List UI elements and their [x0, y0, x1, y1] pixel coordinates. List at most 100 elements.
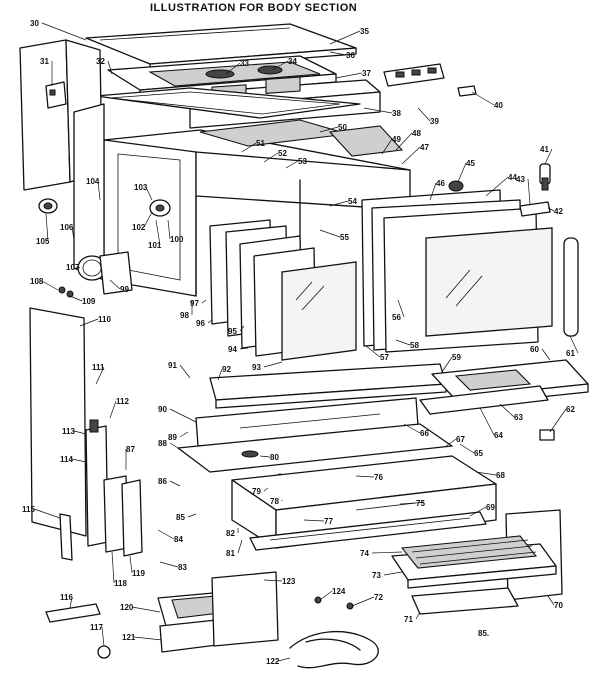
callout-number: 56 [392, 313, 401, 322]
callout-106: 106 [60, 223, 75, 241]
callout-89: 89 [168, 431, 189, 442]
callout-leader-line [329, 30, 361, 45]
callout-95: 95 [228, 325, 245, 336]
callout-leader-line [41, 22, 87, 41]
callout-77: 77 [303, 517, 333, 526]
callout-leader-line [403, 423, 421, 434]
callout-number: 86 [158, 477, 167, 486]
callout-59: 59 [441, 353, 461, 373]
callout-42: 42 [547, 207, 563, 216]
callout-leader-line [401, 146, 421, 165]
callout-leader-line [399, 502, 417, 505]
callout-leader-line [544, 148, 553, 165]
callout-78: 78 [270, 497, 283, 506]
callout-102: 102 [132, 211, 153, 232]
callout-number: 65 [474, 449, 483, 458]
callout-number: 93 [252, 363, 261, 372]
callout-leader-line [569, 335, 579, 354]
callout-62: 62 [549, 405, 575, 433]
callout-leader-line [157, 529, 175, 540]
callout-leader-line [133, 636, 163, 641]
callout-number: 67 [456, 435, 465, 444]
callout-leader-line [79, 318, 99, 327]
callout-leader-line [145, 186, 153, 201]
vent-plate [383, 63, 445, 87]
callout-number: 94 [228, 345, 237, 354]
callout-leader-line [263, 579, 283, 582]
callout-123: 123 [263, 577, 296, 586]
callout-108: 108 [30, 277, 59, 291]
callout-69: 69 [469, 503, 495, 517]
callout-30: 30 [30, 19, 87, 41]
callout-103: 103 [134, 183, 153, 201]
callout-number: 31 [40, 57, 49, 66]
callout-leader-line [155, 219, 161, 246]
callout-number: 64 [494, 431, 503, 440]
callout-65: 65 [459, 443, 483, 458]
callout-number: 73 [372, 571, 381, 580]
callout-112: 112 [109, 397, 129, 419]
body-inner-panel [199, 119, 404, 157]
callout-96: 96 [196, 319, 213, 328]
callout-number: 66 [420, 429, 429, 438]
callout-leader-line [277, 657, 291, 662]
callout-number: 51 [256, 139, 265, 148]
callout-number: 88 [158, 439, 167, 448]
callout-leader-line [77, 266, 81, 269]
callout-57: 57 [365, 345, 389, 362]
callout-number: 105 [36, 237, 50, 246]
callout-83: 83 [159, 561, 187, 572]
callout-39: 39 [417, 107, 439, 126]
callout-90: 90 [158, 405, 197, 423]
callout-leader-line [107, 60, 113, 75]
broiler-rack-74 [400, 535, 538, 569]
callout-leader-line [109, 400, 117, 419]
callout-80: 80 [259, 453, 279, 462]
callout-number: 119 [132, 569, 145, 578]
callout-number: 80 [270, 453, 279, 462]
callout-number: 41 [540, 145, 549, 154]
callout-number: 40 [494, 101, 503, 110]
callout-number: 123 [282, 577, 296, 586]
callout-number: 74 [360, 549, 369, 558]
callout-leader-line [239, 325, 245, 332]
callout-75: 75 [399, 499, 425, 508]
callout-number: 68 [496, 471, 505, 480]
callout-number: 61 [566, 349, 575, 358]
callout-number: 36 [346, 51, 355, 60]
callout-number: 79 [252, 487, 261, 496]
wiring-122 [289, 630, 379, 669]
callout-124: 124 [319, 587, 346, 601]
callout-number: 107 [66, 263, 80, 272]
callout-number: 30 [30, 19, 39, 28]
callout-number: 47 [420, 143, 429, 152]
callout-number: 54 [348, 197, 357, 206]
callout-number: 34 [288, 57, 297, 66]
callout-leader-line [549, 408, 567, 433]
callout-leader-line [499, 403, 515, 418]
callout-35: 35 [329, 27, 369, 45]
bracket-62 [539, 429, 555, 441]
callout-number: 83 [178, 563, 187, 572]
callout-number: 121 [122, 633, 136, 642]
callout-number: 92 [222, 365, 231, 374]
callout-74: 74 [360, 549, 403, 558]
callout-number: 111 [92, 363, 105, 372]
callout-leader-line [143, 211, 153, 228]
callout-114: 114 [60, 455, 87, 464]
callout-leader-line [69, 596, 73, 609]
callout-leader-line [179, 364, 191, 379]
callout-121: 121 [122, 633, 163, 642]
callout-92: 92 [217, 365, 231, 381]
callout-number: 104 [86, 177, 100, 186]
callout-60: 60 [530, 345, 551, 361]
callout-leader-line [263, 152, 279, 163]
large-oven-door-group [361, 189, 553, 353]
callout-leader-line [169, 408, 197, 423]
callout-number: 59 [452, 353, 461, 362]
callout-number: 102 [132, 223, 146, 232]
side-trim-63 [419, 385, 549, 415]
screw-108-109 [58, 286, 74, 298]
callout-number: 100 [170, 235, 184, 244]
callout-leader-line [187, 513, 197, 518]
